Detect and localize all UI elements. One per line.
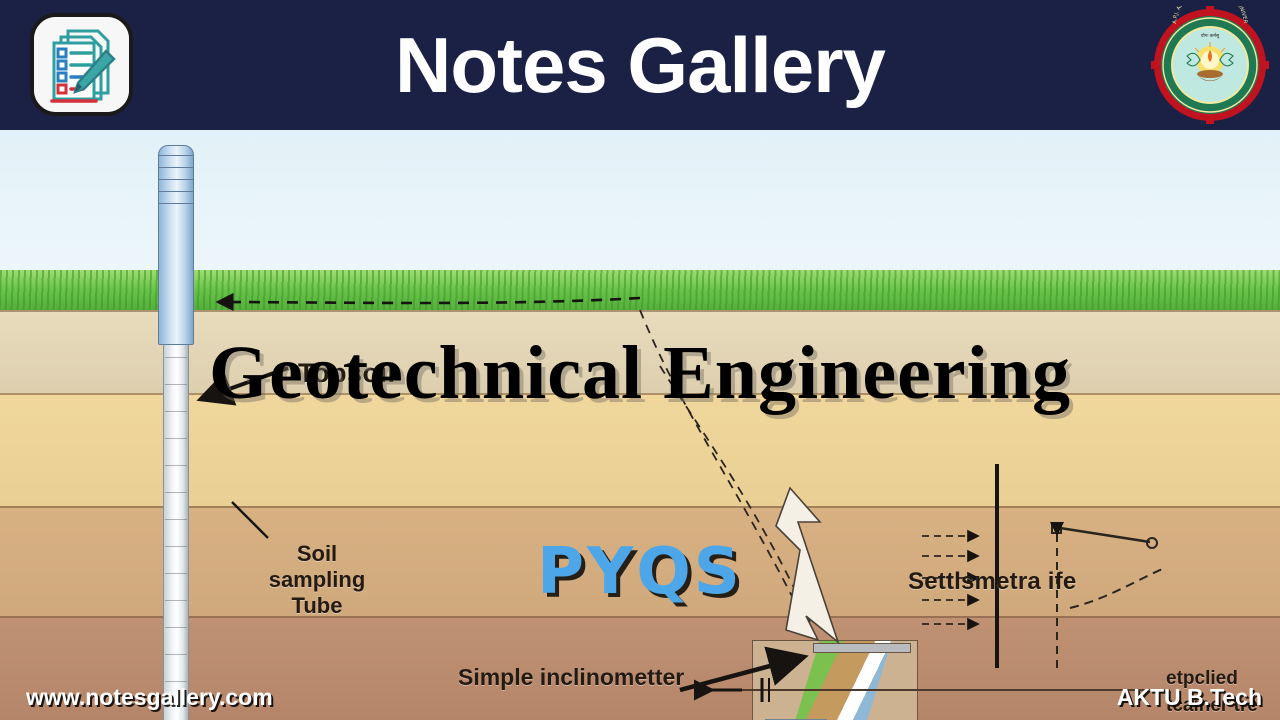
sampling-casing	[163, 315, 189, 720]
borehole-tube-rings	[158, 155, 194, 223]
soil-boundary	[0, 506, 1280, 508]
retaining-wall	[752, 640, 918, 720]
sky-background	[0, 130, 1280, 295]
label-inclinometer: Simple inclinometter	[458, 664, 685, 690]
notes-checklist-pencil-icon	[30, 13, 133, 116]
label-right-note: etpclied tcainer tre	[1166, 668, 1258, 716]
website-url: www.notesgallery.com	[26, 684, 273, 710]
geotechnical-site-investigation-diagram: Topsoil Soil sampling Tube Simple inclin…	[0, 130, 1280, 720]
aktu-university-seal: DR. A.P.J. ABDUL KALAM TECHNICAL UNIVERS…	[1148, 0, 1269, 136]
svg-text:योगः कर्मसु: योगः कर्मसु	[1201, 32, 1220, 39]
site-header: Notes Gallery D	[0, 0, 1280, 136]
page-title: Notes Gallery	[395, 21, 886, 109]
course-label: AKTU B.Tech	[1116, 684, 1262, 710]
grass-layer	[0, 270, 1280, 315]
label-topsoil: Topsoil	[298, 358, 396, 388]
soil-layer-4	[0, 616, 1280, 720]
label-soil-sampling-tube: Soil sampling Tube	[268, 541, 366, 618]
retaining-wall-cap	[813, 643, 911, 653]
soil-boundary	[0, 616, 1280, 618]
label-settlement: Settlsmetra ife	[908, 568, 1077, 595]
subject-title: Geotechnical Engineering	[208, 331, 1072, 415]
borehole-tube	[158, 145, 194, 345]
pyqs-badge: PYQS	[537, 535, 743, 609]
